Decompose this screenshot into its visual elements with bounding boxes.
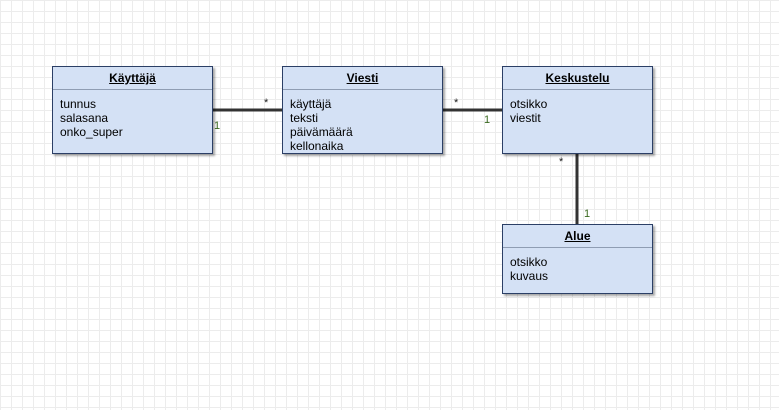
attribute: onko_super [60,125,123,139]
attribute: salasana [60,111,109,125]
entity-title: Käyttäjä [53,67,212,90]
entity-attributes: otsikko viestit [503,90,652,125]
attribute: kuvaus [510,269,549,283]
multiplicity-viesti-keskustelu-from: * [454,97,459,109]
attribute: viestit [510,111,541,125]
multiplicity-kayttaja-viesti-from: 1 [214,120,221,132]
multiplicity-keskustelu-alue-from: * [559,156,564,168]
entity-attributes: käyttäjä teksti päivämäärä kellonaika [283,90,442,153]
multiplicity-kayttaja-viesti-to: * [264,97,269,109]
attribute: kellonaika [290,139,344,153]
entity-title: Alue [503,225,652,248]
attribute: päivämäärä [290,125,353,139]
attribute: otsikko [510,255,548,269]
attribute: tunnus [60,97,97,111]
entity-attributes: otsikko kuvaus [503,248,652,283]
entity-attributes: tunnus salasana onko_super [53,90,212,139]
entity-kayttaja[interactable]: Käyttäjä tunnus salasana onko_super [52,66,213,154]
attribute: otsikko [510,97,548,111]
entity-viesti[interactable]: Viesti käyttäjä teksti päivämäärä kellon… [282,66,443,154]
entity-title: Keskustelu [503,67,652,90]
multiplicity-viesti-keskustelu-to: 1 [484,114,491,126]
entity-keskustelu[interactable]: Keskustelu otsikko viestit [502,66,653,154]
entity-alue[interactable]: Alue otsikko kuvaus [502,224,653,294]
attribute: käyttäjä [290,97,332,111]
multiplicity-keskustelu-alue-to: 1 [584,208,591,220]
entity-title: Viesti [283,67,442,90]
attribute: teksti [290,111,319,125]
